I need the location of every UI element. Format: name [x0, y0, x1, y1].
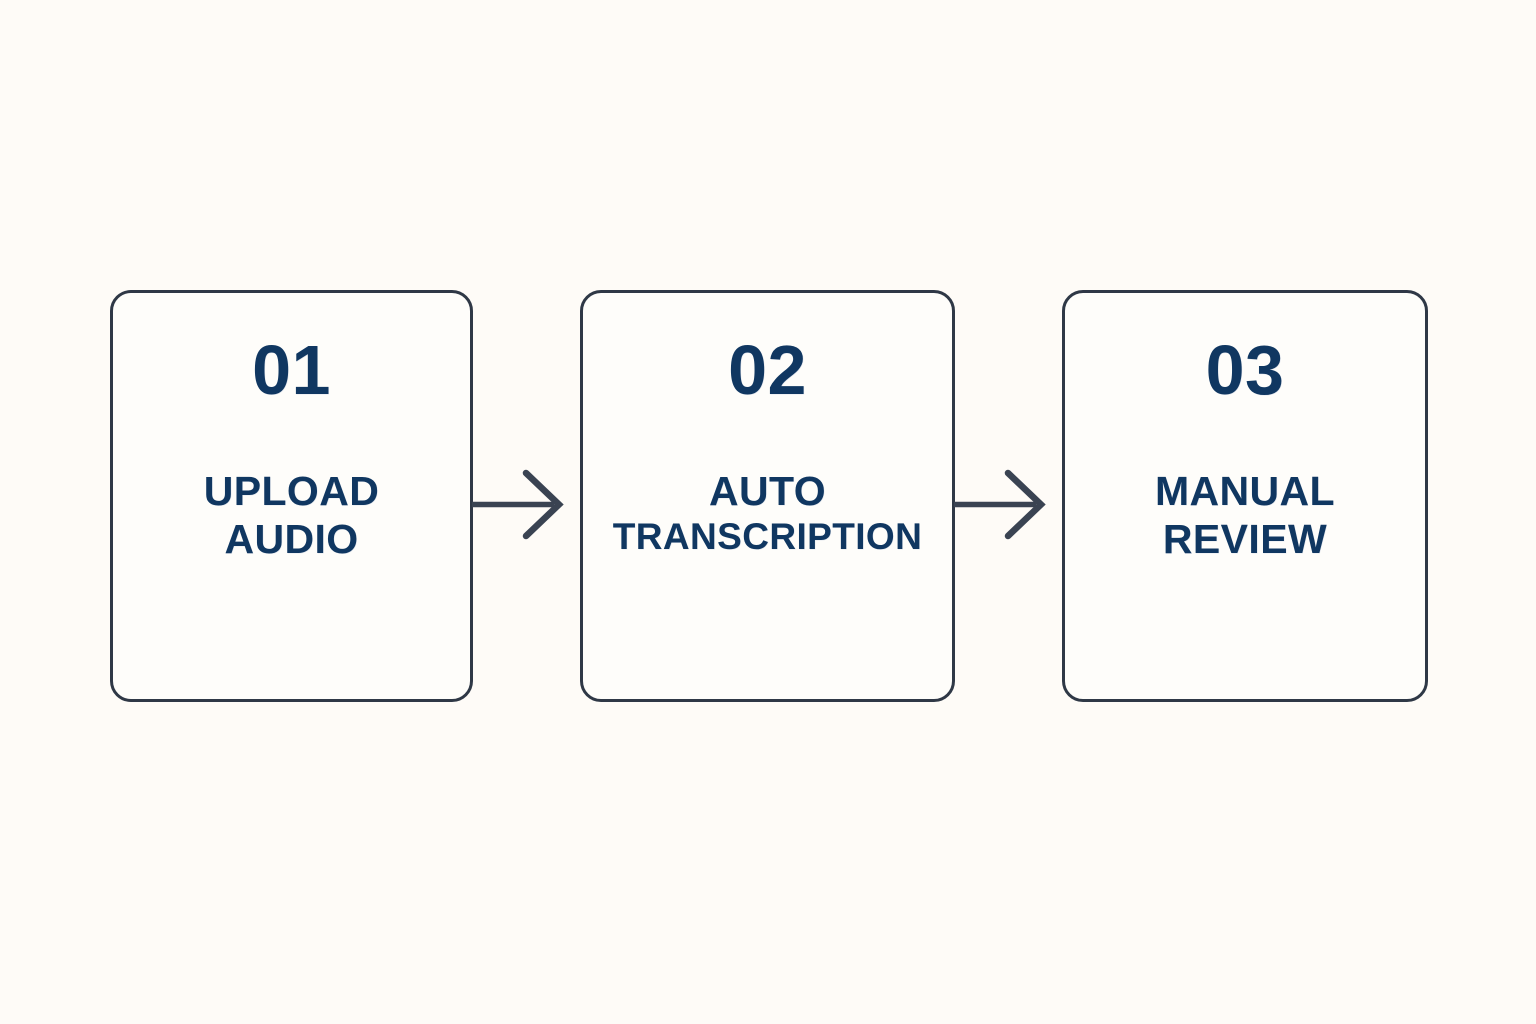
step-label-1: UPLOAD AUDIO: [113, 467, 470, 564]
step-card-3[interactable]: 03 MANUAL REVIEW: [1062, 290, 1428, 702]
step-number-2: 02: [728, 331, 807, 409]
step-label-1-line-2: AUDIO: [224, 516, 359, 563]
step-label-3-line-2: REVIEW: [1162, 516, 1328, 563]
step-label-3-line-1: MANUAL: [1154, 468, 1336, 514]
step-label-3: MANUAL REVIEW: [1065, 467, 1425, 564]
arrow-right-icon: [472, 469, 564, 540]
step-label-2-line-2: TRANSCRIPTION: [612, 516, 923, 558]
arrow-right-icon-connector-2: [953, 466, 1065, 544]
step-label-1-line-1: UPLOAD: [203, 468, 380, 514]
arrow-right-icon: [954, 469, 1046, 540]
step-card-1[interactable]: 01 UPLOAD AUDIO: [110, 290, 473, 702]
step-label-2-line-1: AUTO: [708, 468, 826, 514]
step-label-2: AUTO TRANSCRIPTION: [583, 467, 952, 559]
step-number-1: 01: [252, 331, 331, 409]
step-card-2[interactable]: 02 AUTO TRANSCRIPTION: [580, 290, 955, 702]
arrow-right-icon-connector-1: [471, 466, 583, 544]
step-number-3: 03: [1205, 331, 1285, 409]
